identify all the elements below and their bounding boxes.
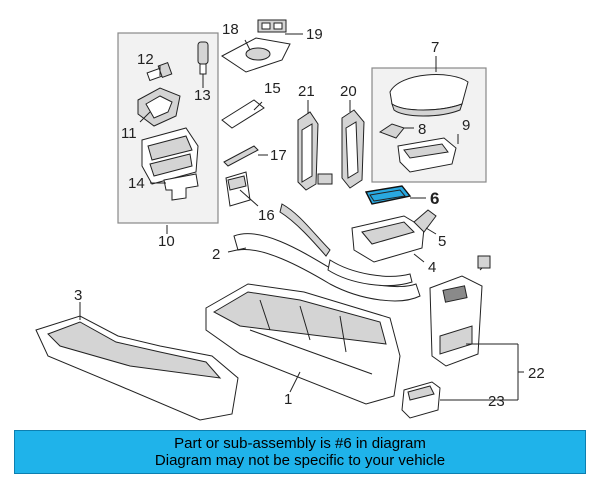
callout-1: 1 [284, 391, 292, 408]
parts-diagram: 1 2 3 4 5 6 7 8 9 10 11 12 13 14 15 16 1… [35, 19, 545, 421]
callout-11: 11 [121, 125, 137, 142]
part-10-switch-panel [141, 127, 199, 185]
callout-12: 12 [137, 51, 154, 68]
part-9-bin [397, 137, 457, 173]
callout-22: 22 [528, 365, 545, 382]
callout-9: 9 [462, 117, 470, 134]
part-19-switch [257, 19, 287, 33]
callout-6: 6 [430, 189, 439, 208]
callout-18: 18 [222, 21, 239, 38]
part-18-bezel [221, 37, 291, 73]
info-banner: Part or sub-assembly is #6 in diagram Di… [14, 430, 586, 474]
callout-23: 23 [488, 393, 505, 410]
banner-line-2: Diagram may not be specific to your vehi… [154, 452, 446, 469]
callout-20: 20 [340, 83, 357, 100]
part-15-pad [221, 99, 265, 129]
callout-19: 19 [306, 26, 323, 43]
callout-15: 15 [264, 80, 281, 97]
callout-14: 14 [128, 175, 145, 192]
callout-17: 17 [270, 147, 287, 164]
callout-10: 10 [158, 233, 175, 250]
callout-3: 3 [74, 287, 82, 304]
callout-5: 5 [438, 233, 446, 250]
callout-16: 16 [258, 207, 275, 224]
part-14-bracket [163, 173, 199, 201]
part-1-console-body [205, 283, 401, 405]
callout-7: 7 [431, 39, 439, 56]
part-5-trim [413, 209, 437, 233]
part-16-holder [225, 171, 251, 207]
banner-line-1: Part or sub-assembly is #6 in diagram [174, 435, 426, 452]
part-23-box [401, 381, 441, 419]
callout-8: 8 [418, 121, 426, 138]
part-2-trim-panel [233, 203, 421, 302]
callout-4: 4 [428, 259, 436, 276]
part-7-armrest-lid [389, 74, 469, 117]
part-20-rail [341, 109, 365, 189]
part-17-strip [223, 145, 259, 167]
callout-13: 13 [194, 87, 211, 104]
part-21-rail [297, 111, 319, 191]
part-6-insert-mat [364, 185, 412, 205]
part-13-clip [197, 41, 209, 75]
part-3-lower-shell [35, 315, 239, 421]
part-11-housing [137, 87, 181, 127]
connector-clip [317, 173, 333, 185]
callout-21: 21 [298, 83, 315, 100]
part-4-tray [351, 215, 425, 263]
callout-2: 2 [212, 246, 220, 263]
leader-lines [79, 33, 524, 401]
part-22-rear-vent [429, 255, 491, 367]
